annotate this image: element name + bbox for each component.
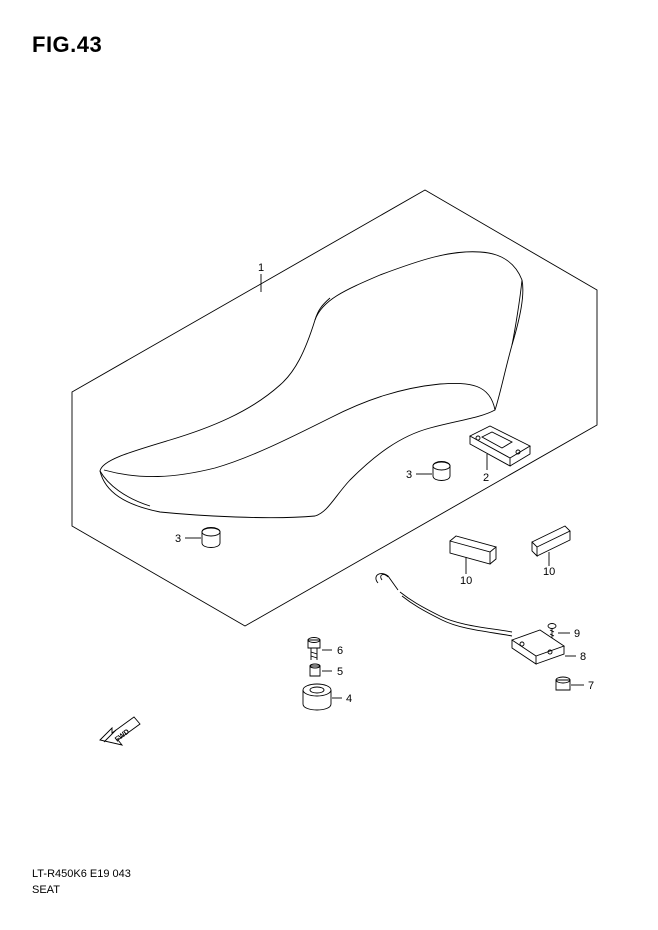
assembly-boundary <box>71 189 598 627</box>
bolt-shape <box>307 637 321 660</box>
seat-lock-shape <box>375 573 565 665</box>
pad-left-shape <box>449 535 497 565</box>
figure-title: FIG.43 <box>32 32 103 57</box>
callout-seat-bracket: 2 <box>483 472 489 484</box>
pad-right-shape <box>531 525 571 558</box>
callout-pad-left: 10 <box>460 575 472 587</box>
callout-cushion-lower: 3 <box>175 533 181 545</box>
callout-bolt: 6 <box>337 645 343 657</box>
seat-bracket-shape <box>469 425 531 467</box>
cushion-upper-shape <box>432 461 451 481</box>
model-code: LT-R450K6 E19 043 <box>32 868 131 880</box>
section-name: SEAT <box>32 884 60 896</box>
spacer-shape <box>309 663 321 677</box>
collar-shape <box>302 683 332 711</box>
callout-screw: 9 <box>574 628 580 640</box>
callout-collar: 4 <box>346 693 352 705</box>
fwd-arrow-icon <box>99 716 141 746</box>
nut-shape <box>555 676 571 691</box>
callout-pad-right: 10 <box>543 566 555 578</box>
callout-seat-lock: 8 <box>580 651 586 663</box>
callout-spacer: 5 <box>337 666 343 678</box>
callout-cushion-upper: 3 <box>406 469 412 481</box>
seat-shape <box>99 251 524 519</box>
cushion-lower-shape <box>201 527 221 548</box>
callout-nut: 7 <box>588 680 594 692</box>
callout-seat: 1 <box>258 262 264 274</box>
screw-shape <box>547 623 557 638</box>
